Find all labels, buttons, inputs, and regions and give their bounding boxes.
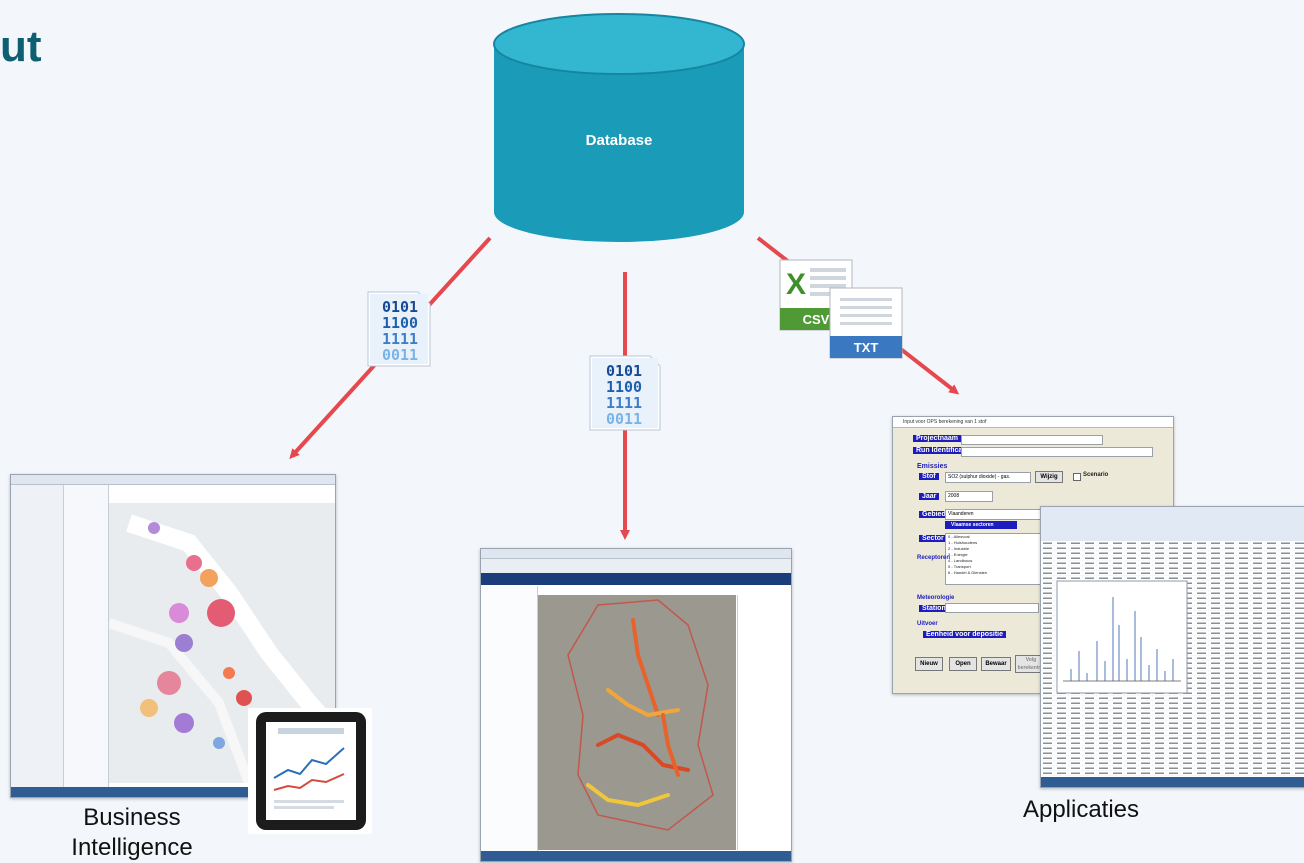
station-select[interactable] [945,603,1039,613]
binary-file-icon: 0101 1100 1111 0011 [367,291,431,367]
scenario-label: Scenario [1083,472,1109,478]
binary-line: 1100 [606,378,642,396]
form-label-jaar: Jaar [919,493,940,500]
page-title: ut [0,22,42,71]
binary-line: 0011 [382,346,418,364]
form-label-identificatie: Run Identificatie [913,447,974,454]
gis-app-header [481,559,791,574]
projectnaam-field[interactable] [961,435,1103,445]
form-label-projectnaam: Projectnaam [913,435,962,442]
scenario-checkbox[interactable] [1073,473,1081,481]
database-cylinder: Database [493,13,745,242]
form-label-station: Station [919,605,949,612]
windows-taskbar [481,851,791,861]
form-titlebar: Input voor OPS berekening van 1 stof [893,417,1173,428]
txt-file-icon: TXT [829,287,903,359]
spreadsheet-chart [1056,580,1188,694]
gis-layer-tree [481,586,538,851]
form-label-stof: Stof [919,473,939,480]
binary-line: 1111 [382,330,418,348]
uitvoer-heading: Uitvoer [917,621,938,627]
spreadsheet-grid [1041,541,1304,777]
receptoren-heading: Receptoren [917,555,951,561]
sector-option[interactable]: 0 - Allesvoal [948,534,970,539]
binary-line: 0011 [606,410,642,428]
gebied-field[interactable]: Vlaanderen [945,509,1045,520]
vlaamse-sectoren-toggle[interactable]: Vlaamse sectoren [945,521,1017,529]
emissies-heading: Emissies [917,463,948,470]
database-label: Database [586,132,653,149]
spreadsheet-screenshot [1040,506,1304,788]
sector-option[interactable]: 6 - Handel & Diensten [948,570,988,575]
apps-caption: Applicaties [1022,796,1140,823]
gis-menu-bar [481,573,791,585]
gis-map-hotspots [586,618,690,808]
bi-sidebar [11,485,64,787]
csv-label: CSV [803,312,830,327]
window-titlebar [11,475,335,485]
open-button[interactable]: Open [949,657,977,671]
sector-option[interactable]: 5 - Transport [948,564,971,569]
bi-caption-line1: Business [83,804,181,831]
windows-taskbar [11,787,335,797]
windows-taskbar [1041,777,1304,787]
form-label-gebied: Gebied [919,511,949,518]
bi-filter-panel [64,485,109,787]
spreadsheet-ribbon [1041,507,1304,542]
form-label-sector: Sector [919,535,947,542]
nieuw-button[interactable]: Nieuw [915,657,943,671]
svg-text:X: X [786,268,806,301]
binary-line: 0101 [606,362,642,380]
binary-line: 0101 [382,298,418,316]
wijzig-button[interactable]: Wijzig [1035,471,1063,483]
binary-line: 1111 [606,394,642,412]
sector-option[interactable]: 1 - Huishoudens [948,540,978,545]
binary-line: 1100 [382,314,418,332]
sector-option[interactable]: 4 - Landbouw [948,558,973,563]
meteorologie-heading: Meteorologie [917,595,955,601]
bi-caption: Business Intelligence [52,803,212,863]
tablet-device-icon [256,712,366,830]
identificatie-field[interactable] [961,447,1153,457]
sector-option[interactable]: 2 - Industrie [948,546,970,551]
binary-file-icon: 0101 1100 1111 0011 [589,355,661,431]
sector-list[interactable]: 0 - Allesvoal 1 - Huishoudens 2 - Indust… [945,533,1049,585]
sector-option[interactable]: 3 - Energie [948,552,968,557]
gis-map [538,595,736,850]
gis-webapp-screenshot [480,548,792,862]
eenheid-label: Eenheid voor depositie [923,631,1007,638]
jaar-select[interactable]: 2008 [945,491,993,502]
stof-select[interactable]: SO2 (sulphur dioxide) - gas. [945,472,1031,483]
bewaar-button[interactable]: Bewaar [981,657,1011,671]
browser-tabs [481,549,791,559]
bi-caption-line2: Intelligence [71,834,193,861]
gis-legend-panel [737,595,791,850]
txt-label: TXT [854,340,879,355]
tablet-image [248,708,372,834]
